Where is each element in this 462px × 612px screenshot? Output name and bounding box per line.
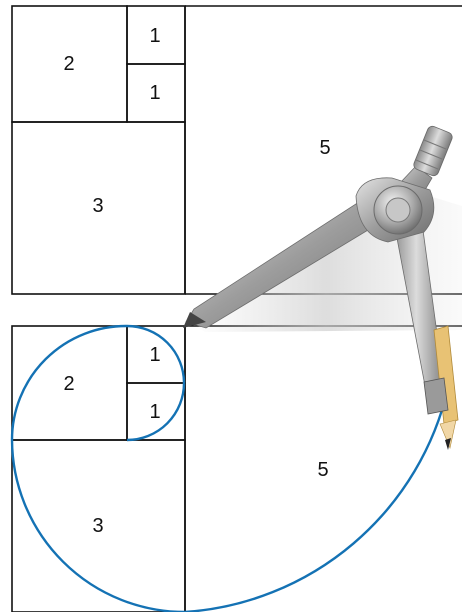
golden-spiral bbox=[10, 324, 450, 612]
top-label-3: 3 bbox=[92, 195, 103, 217]
top-diagram: 2 1 1 3 5 bbox=[11, 5, 462, 295]
drawing-compass-icon bbox=[183, 125, 462, 450]
handle-groove-1 bbox=[423, 139, 447, 150]
top-label-1a: 1 bbox=[149, 25, 160, 47]
bottom-label-2: 2 bbox=[63, 373, 74, 395]
top-label-5: 5 bbox=[319, 137, 330, 159]
top-label-1b: 1 bbox=[149, 82, 160, 104]
bottom-diagram: 2 1 1 3 5 bbox=[10, 324, 462, 612]
compass-needle-tip bbox=[183, 312, 206, 328]
handle-groove-3 bbox=[415, 159, 439, 170]
bottom-label-5: 5 bbox=[317, 459, 328, 481]
pencil-lead bbox=[445, 438, 451, 450]
handle-groove-2 bbox=[419, 149, 443, 160]
top-label-2: 2 bbox=[63, 53, 74, 75]
bottom-label-1a: 1 bbox=[149, 344, 160, 366]
compass-handle bbox=[413, 125, 453, 177]
pencil-tip bbox=[439, 419, 457, 450]
compass-hub-cap bbox=[385, 197, 411, 223]
bottom-label-1b: 1 bbox=[149, 401, 160, 423]
bottom-label-3: 3 bbox=[92, 515, 103, 537]
pencil-clamp bbox=[423, 377, 449, 415]
